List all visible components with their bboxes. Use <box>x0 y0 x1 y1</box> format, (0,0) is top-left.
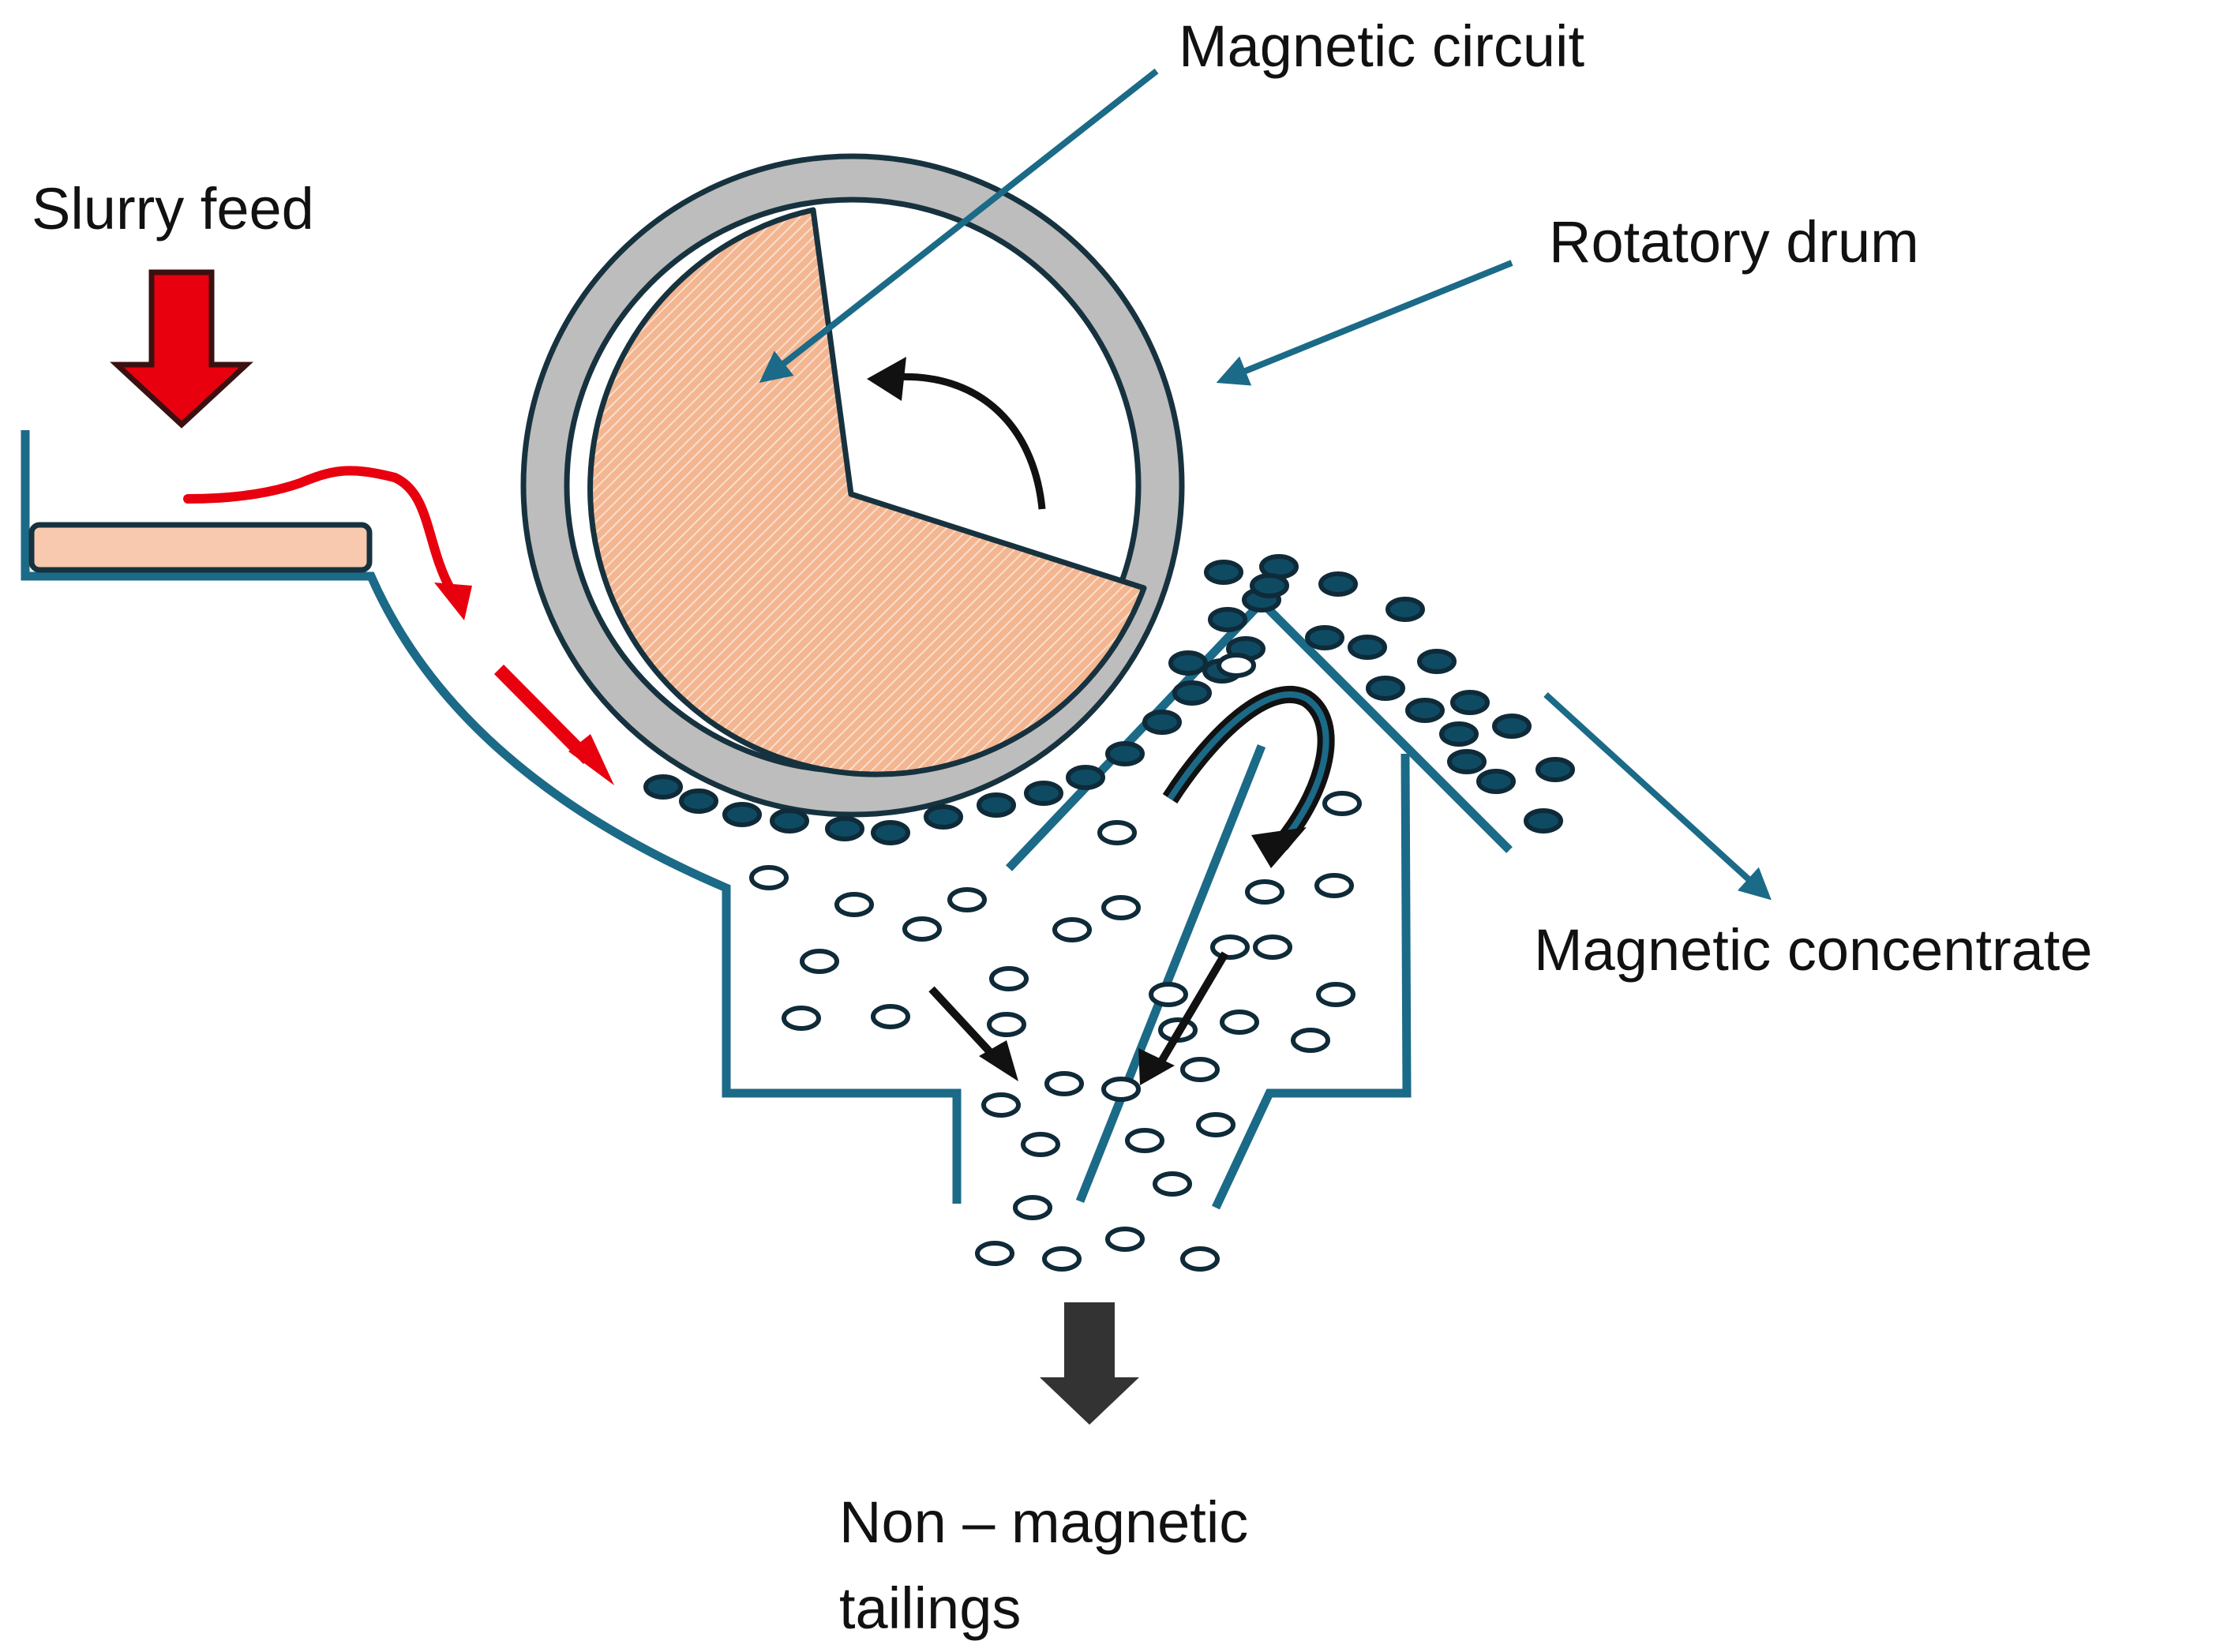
non-magnetic-particle <box>1314 873 1354 898</box>
feed-plate <box>28 522 373 573</box>
non-magnetic-tailings-label: Non – magnetic tailings <box>839 1480 1248 1652</box>
non-magnetic-particle <box>1196 1112 1235 1137</box>
non-magnetic-particle <box>902 916 942 942</box>
non-magnetic-particle <box>975 1241 1014 1266</box>
magnetic-particle <box>643 774 683 800</box>
non-magnetic-particle <box>1097 820 1137 845</box>
magnetic-particle <box>1318 571 1358 597</box>
magnetic-particle <box>1535 757 1575 782</box>
magnetic-particle <box>1447 749 1487 774</box>
non-magnetic-particle <box>947 887 987 912</box>
non-magnetic-particle <box>1013 1195 1052 1220</box>
non-magnetic-particle <box>1101 895 1141 920</box>
tailings-output-arrow <box>1040 1302 1139 1425</box>
non-magnetic-particle <box>1153 1171 1192 1197</box>
magnetic-particle <box>1204 560 1243 585</box>
non-magnetic-particle <box>1101 1077 1141 1102</box>
non-magnetic-particle <box>1044 1071 1084 1096</box>
magnetic-particle <box>1524 808 1563 833</box>
non-magnetic-particle <box>1042 1246 1082 1272</box>
non-magnetic-particle <box>834 892 874 917</box>
tailings-label-line-2: tailings <box>839 1575 1022 1641</box>
magnetic-particle <box>1348 635 1387 660</box>
magnetic-particle <box>1142 710 1182 735</box>
tailings-arrow-head-right <box>1138 1048 1175 1085</box>
non-magnetic-particle <box>1217 653 1256 678</box>
non-magnetic-particle <box>1253 935 1292 960</box>
magnetic-particle <box>1172 680 1212 706</box>
magnetic-particle <box>825 816 864 841</box>
non-magnetic-particle <box>1125 1128 1164 1153</box>
slurry-feed-label: Slurry feed <box>32 176 314 242</box>
non-magnetic-particle <box>1052 917 1092 942</box>
magnetic-particle <box>871 820 910 845</box>
slurry-feed-arrow <box>110 269 253 429</box>
non-magnetic-particle <box>782 1006 821 1031</box>
non-magnetic-particle <box>1291 1028 1330 1053</box>
tailings-flow-arrows <box>928 951 1229 1068</box>
leader-lines <box>759 68 1772 901</box>
slurry-flow-path <box>183 466 614 785</box>
magnetic-particle <box>924 804 963 830</box>
feed-chute <box>21 430 962 1204</box>
tailings-label-line-1: Non – magnetic <box>839 1489 1249 1555</box>
non-magnetic-particle <box>749 865 789 890</box>
non-magnetic-particle <box>981 1092 1021 1118</box>
non-magnetic-particle <box>1210 935 1250 960</box>
magnetic-particle <box>1168 650 1208 676</box>
magnetic-particle <box>1250 573 1289 598</box>
rotatory-drum-label: Rotatory drum <box>1549 209 1919 275</box>
magnetic-particle <box>1385 597 1425 622</box>
magnetic-particle <box>1305 625 1344 650</box>
particle-layer <box>643 554 1575 1272</box>
non-magnetic-particle <box>1245 879 1284 905</box>
non-magnetic-particle <box>1105 1227 1145 1252</box>
magnetic-particle <box>977 792 1016 818</box>
magnetic-particle <box>1208 607 1247 632</box>
magnetic-particle <box>1024 781 1063 806</box>
rotatory-drum-leader <box>1216 260 1513 386</box>
magnetic-particle <box>1066 765 1105 790</box>
magnetic-particle <box>1450 690 1490 715</box>
non-magnetic-particle <box>1149 982 1188 1007</box>
magnetic-particle <box>1105 741 1145 766</box>
non-magnetic-particle <box>800 949 839 974</box>
non-magnetic-particle <box>1180 1246 1220 1272</box>
magnetic-particle <box>1366 676 1405 701</box>
non-magnetic-particle <box>871 1004 910 1029</box>
magnetic-particle <box>1405 698 1445 723</box>
non-magnetic-particle <box>1316 982 1355 1007</box>
non-magnetic-particle <box>1021 1132 1060 1157</box>
separator-walls <box>1006 599 1513 1210</box>
magnetic-circuit-sector <box>587 207 1147 777</box>
rotation-arrow <box>867 357 1046 510</box>
magnetic-circuit-label: Magnetic circuit <box>1179 13 1585 79</box>
non-magnetic-particle <box>1322 791 1362 816</box>
non-magnetic-particle <box>989 966 1029 991</box>
magnetic-particle <box>1476 769 1516 794</box>
return-flow-arrow <box>1162 685 1335 868</box>
tailings-arrow-head-left <box>979 1040 1018 1081</box>
magnetic-particle <box>1439 721 1479 747</box>
magnetic-particle <box>1417 649 1457 674</box>
non-magnetic-particle <box>1180 1057 1220 1082</box>
magnetic-particle <box>679 789 718 814</box>
magnetic-particle <box>1492 714 1532 739</box>
magnetic-circuit-leader <box>759 68 1159 383</box>
non-magnetic-particle <box>987 1012 1026 1037</box>
magnetic-concentrate-leader <box>1543 692 1772 901</box>
magnetic-particle <box>722 802 762 827</box>
magnetic-concentrate-label: Magnetic concentrate <box>1534 917 2093 983</box>
magnetic-particle <box>770 808 809 833</box>
non-magnetic-particle <box>1220 1010 1259 1035</box>
